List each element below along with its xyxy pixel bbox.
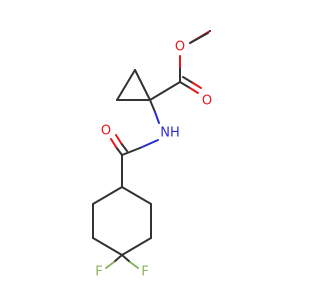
cyclohexane-bond [121, 186, 152, 205]
amide-c-double-o-bond [120, 142, 128, 152]
c-f-bond-right [121, 254, 131, 263]
ester-c-double-o-bond [189, 87, 199, 94]
c-f-bond-right [129, 261, 139, 269]
carbonyl-bond [149, 81, 181, 101]
ester-c-double-o-bond [192, 82, 202, 89]
amide-c-double-o-bond [115, 134, 122, 144]
ester-oxygen-single: O [175, 40, 185, 55]
n-carbonyl-bond [121, 147, 141, 156]
ester-c-double-o-bond [179, 81, 191, 89]
ester-oxygen-double: O [202, 94, 212, 109]
amide-nitrogen: NH [160, 126, 180, 141]
molecule-structure: O O O NH F F [92, 30, 212, 280]
cyclopropane-bond [134, 69, 151, 101]
fluorine-left: F [95, 265, 102, 280]
amide-oxygen: O [101, 124, 111, 139]
cyclohexane-bond [92, 186, 123, 205]
ester-c-double-o-bond [182, 76, 194, 84]
c-f-bond-left [113, 254, 123, 263]
methyl-bond [189, 32, 209, 44]
c-f-bond-left [105, 261, 115, 269]
cyclohexane-bond [92, 237, 123, 256]
c-n-bond [154, 111, 160, 124]
cyclopropane-bond [116, 69, 136, 101]
amide-c-double-o-bond [115, 146, 123, 156]
fluorine-right: F [141, 265, 148, 280]
cyclohexane-bond [121, 237, 152, 256]
c-n-bond [149, 99, 156, 113]
amide-c-double-o-bond [110, 138, 117, 148]
n-carbonyl-bond [139, 139, 159, 149]
